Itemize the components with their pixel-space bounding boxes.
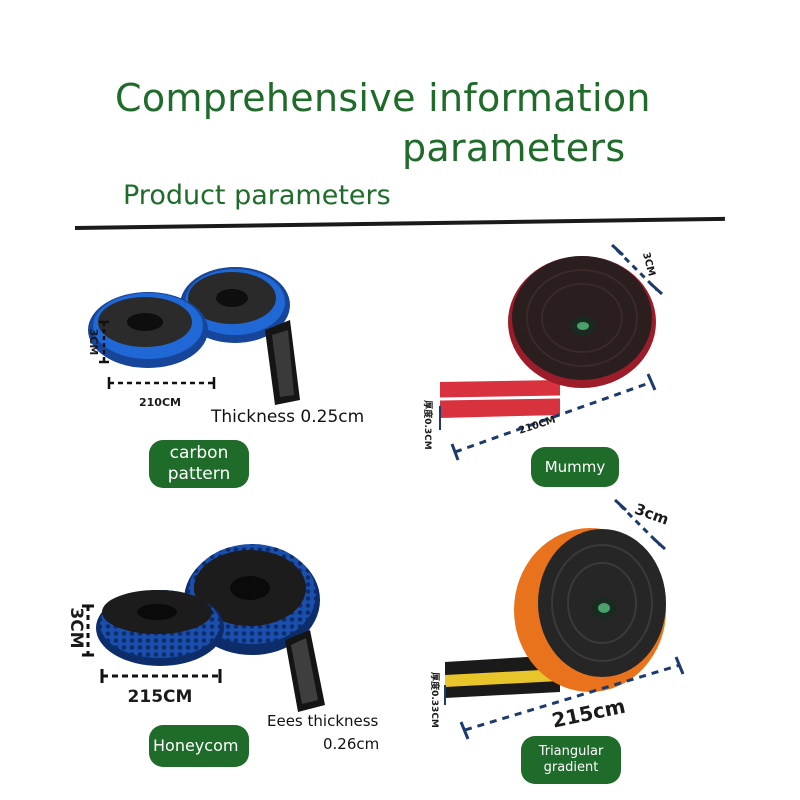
triangular-label-line-1: Triangular	[538, 743, 604, 759]
carbon-label-line-2: pattern	[167, 464, 231, 484]
carbon-pattern-label[interactable]: carbon pattern	[149, 440, 249, 488]
page-title-line-2: parameters	[402, 126, 626, 170]
page-title-line-1: Comprehensive information	[115, 76, 651, 120]
honeycomb-thickness-note-line-2: 0.26cm	[323, 735, 380, 753]
triangular-gradient-label[interactable]: Triangular gradient	[521, 736, 621, 784]
triangular-width-label: 3cm	[632, 500, 671, 529]
mummy-label[interactable]: Mummy	[531, 447, 619, 487]
section-subtitle: Product parameters	[123, 180, 391, 211]
triangular-thickness-label: 厚度0.33CM	[429, 672, 441, 728]
honeycomb-thickness-note-line-1: Eees thickness	[267, 712, 379, 730]
triangular-label-line-2: gradient	[543, 760, 599, 775]
honeycomb-label[interactable]: Honeycom	[149, 725, 249, 767]
triangular-length-label: 215cm	[550, 694, 628, 733]
carbon-thickness-note: Thickness 0.25cm	[211, 407, 365, 427]
carbon-label-line-1: carbon	[169, 442, 229, 463]
